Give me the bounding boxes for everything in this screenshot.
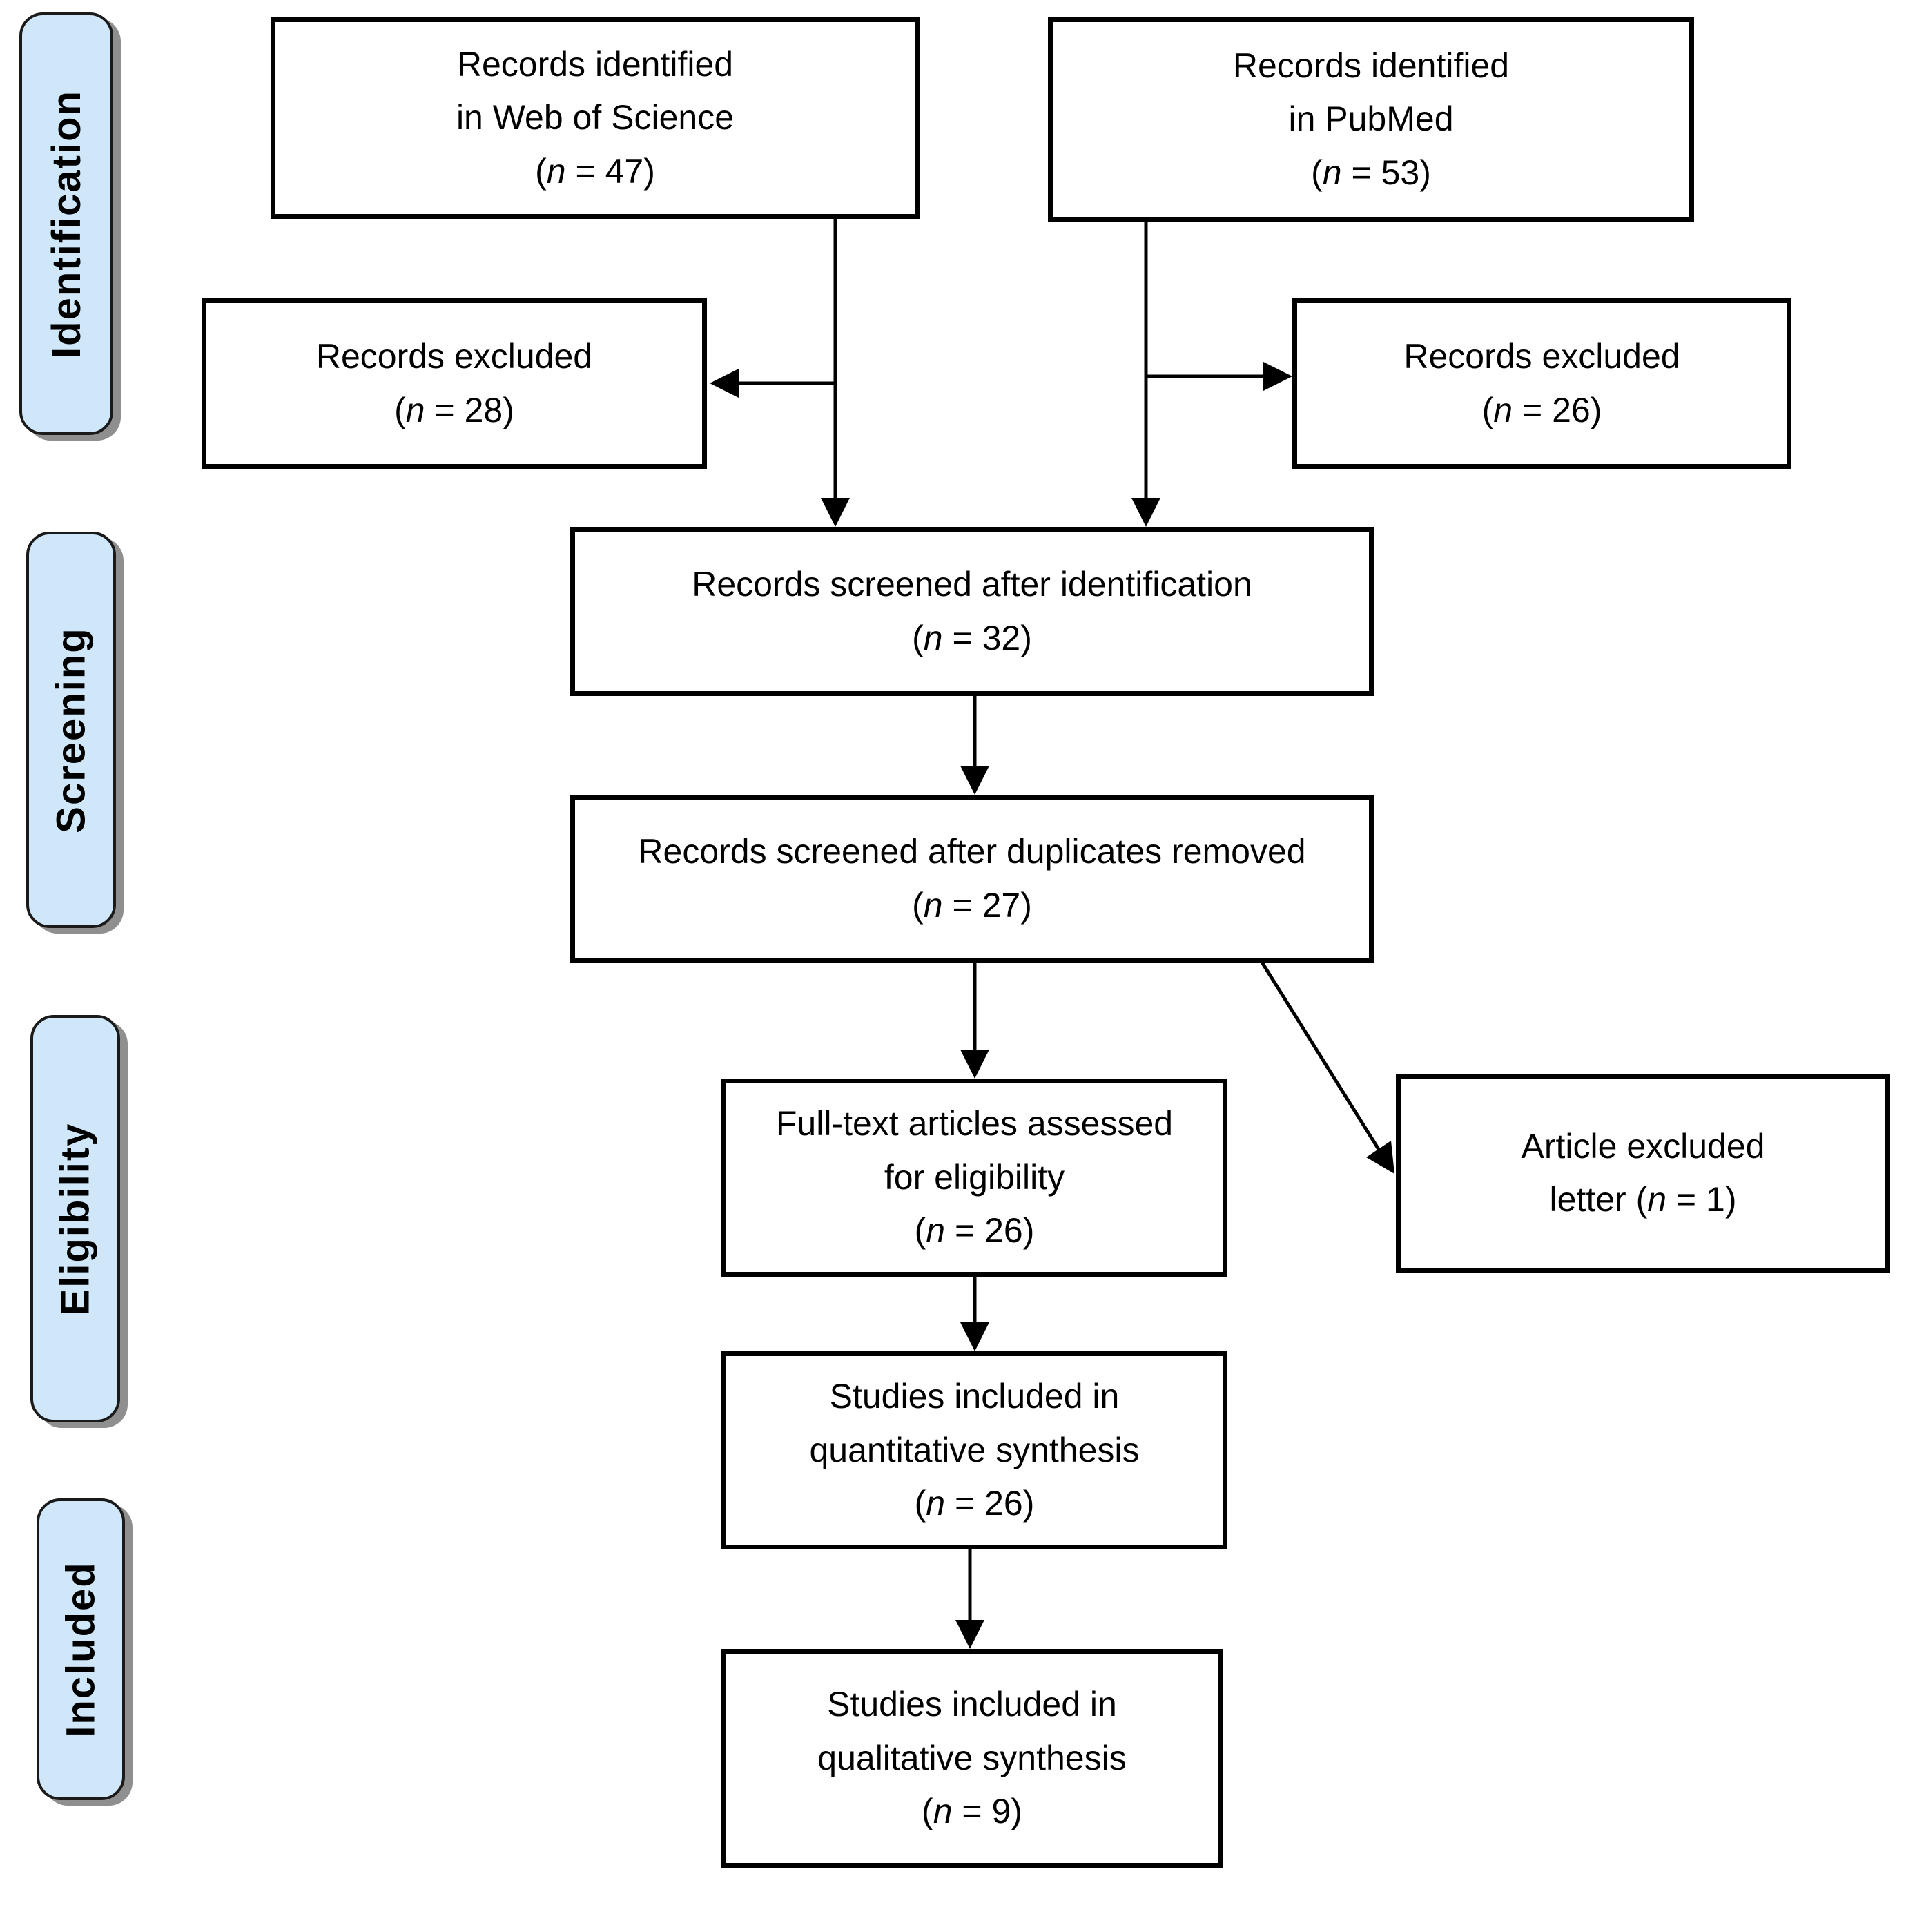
arrowhead-quantitative-to-qualitative — [955, 1620, 984, 1649]
arrowhead-article-excluded — [1366, 1141, 1394, 1174]
count-prefix: letter ( — [1549, 1180, 1648, 1219]
connector-diagonal-article-excluded — [1259, 960, 1381, 1152]
count-suffix: = 28) — [425, 390, 514, 429]
count-suffix: = 26) — [1513, 390, 1602, 429]
count-n: n — [1322, 153, 1342, 192]
count-suffix: = 26) — [945, 1484, 1035, 1523]
box-text-line: Records identified — [1232, 46, 1510, 85]
count-prefix: ( — [912, 885, 924, 925]
count-suffix: = 1) — [1666, 1180, 1737, 1219]
count-prefix: ( — [1311, 153, 1323, 192]
arrowhead-wos-down — [821, 498, 850, 527]
box-text-line: Article excluded — [1521, 1126, 1765, 1166]
count-n: n — [933, 1792, 953, 1831]
count-suffix: = 26) — [945, 1211, 1035, 1250]
box-records-identified-wos: Records identified in Web of Science (n … — [271, 17, 920, 219]
arrowhead-pubmed-down — [1131, 498, 1160, 527]
arrowhead-fulltext-to-quantitative — [960, 1322, 989, 1351]
count-n: n — [923, 618, 943, 657]
stage-identification-label: Identification — [43, 89, 89, 358]
box-count-line: (n = 9) — [922, 1785, 1022, 1839]
count-suffix: = 47) — [565, 151, 655, 191]
box-qualitative-synthesis: Studies included in qualitative synthesi… — [721, 1649, 1223, 1868]
arrowhead-screened-to-duplicates — [960, 766, 989, 795]
stage-screening-label: Screening — [48, 626, 94, 833]
box-quantitative-synthesis: Studies included in quantitative synthes… — [721, 1351, 1227, 1549]
arrowhead-duplicates-to-fulltext — [960, 1050, 989, 1079]
box-records-excluded-left: Records excluded (n = 28) — [202, 298, 707, 469]
box-records-screened-identification: Records screened after identification (n… — [570, 527, 1374, 696]
box-text-line: qualitative synthesis — [817, 1738, 1127, 1777]
count-prefix: ( — [912, 618, 924, 657]
count-prefix: ( — [922, 1792, 933, 1831]
box-count-line: (n = 27) — [912, 879, 1032, 933]
count-prefix: ( — [914, 1211, 926, 1250]
stage-eligibility-label: Eligibility — [52, 1122, 98, 1315]
box-count-line: letter (n = 1) — [1550, 1173, 1737, 1227]
count-n: n — [405, 390, 425, 429]
box-records-excluded-right: Records excluded (n = 26) — [1292, 298, 1791, 469]
box-text-line: Records excluded — [315, 337, 593, 376]
box-count-line: (n = 32) — [912, 612, 1032, 666]
box-text-line: Records screened after identification — [692, 565, 1252, 603]
box-text-line: Full-text articles assessed — [775, 1104, 1174, 1143]
count-prefix: ( — [535, 151, 547, 191]
box-count-line: (n = 26) — [915, 1204, 1035, 1258]
count-suffix: = 27) — [942, 885, 1032, 925]
arrowhead-left-exclusion — [710, 369, 739, 398]
box-text-line: Studies included in — [827, 1685, 1117, 1724]
box-text-line: Records excluded — [1403, 337, 1680, 376]
box-fulltext-assessed: Full-text articles assessed for eligibil… — [721, 1079, 1227, 1277]
stage-eligibility: Eligibility — [30, 1015, 120, 1422]
stage-included-label: Included — [58, 1561, 104, 1737]
count-suffix: = 53) — [1341, 153, 1431, 192]
box-records-screened-duplicates: Records screened after duplicates remove… — [570, 795, 1374, 963]
count-n: n — [923, 885, 943, 925]
box-text-line: Records identified — [456, 44, 734, 84]
box-text-line: in Web of Science — [456, 98, 735, 137]
box-text-line: quantitative synthesis — [809, 1430, 1140, 1469]
box-count-line: (n = 28) — [394, 384, 514, 438]
count-prefix: ( — [914, 1484, 926, 1523]
box-count-line: (n = 47) — [535, 145, 655, 199]
box-text-line: Studies included in — [829, 1377, 1120, 1416]
count-prefix: ( — [394, 390, 406, 429]
box-text-line: for eligibility — [884, 1157, 1065, 1197]
count-n: n — [546, 151, 566, 191]
box-records-identified-pubmed: Records identified in PubMed (n = 53) — [1048, 17, 1694, 222]
box-count-line: (n = 53) — [1311, 146, 1431, 200]
count-suffix: = 32) — [942, 618, 1032, 657]
box-text-line: Records screened after duplicates remove… — [638, 832, 1306, 871]
count-prefix: ( — [1481, 390, 1494, 429]
count-n: n — [926, 1484, 946, 1523]
box-article-excluded: Article excluded letter (n = 1) — [1396, 1074, 1890, 1273]
stage-screening: Screening — [26, 532, 116, 928]
box-text-line: in PubMed — [1288, 99, 1454, 139]
box-count-line: (n = 26) — [1482, 384, 1602, 438]
stage-identification: Identification — [19, 12, 113, 435]
count-suffix: = 9) — [952, 1792, 1022, 1831]
count-n: n — [926, 1211, 946, 1250]
count-n: n — [1493, 390, 1513, 429]
stage-included: Included — [37, 1498, 125, 1800]
box-count-line: (n = 26) — [915, 1477, 1035, 1531]
arrowhead-right-exclusion — [1263, 362, 1292, 391]
count-n: n — [1647, 1180, 1667, 1219]
